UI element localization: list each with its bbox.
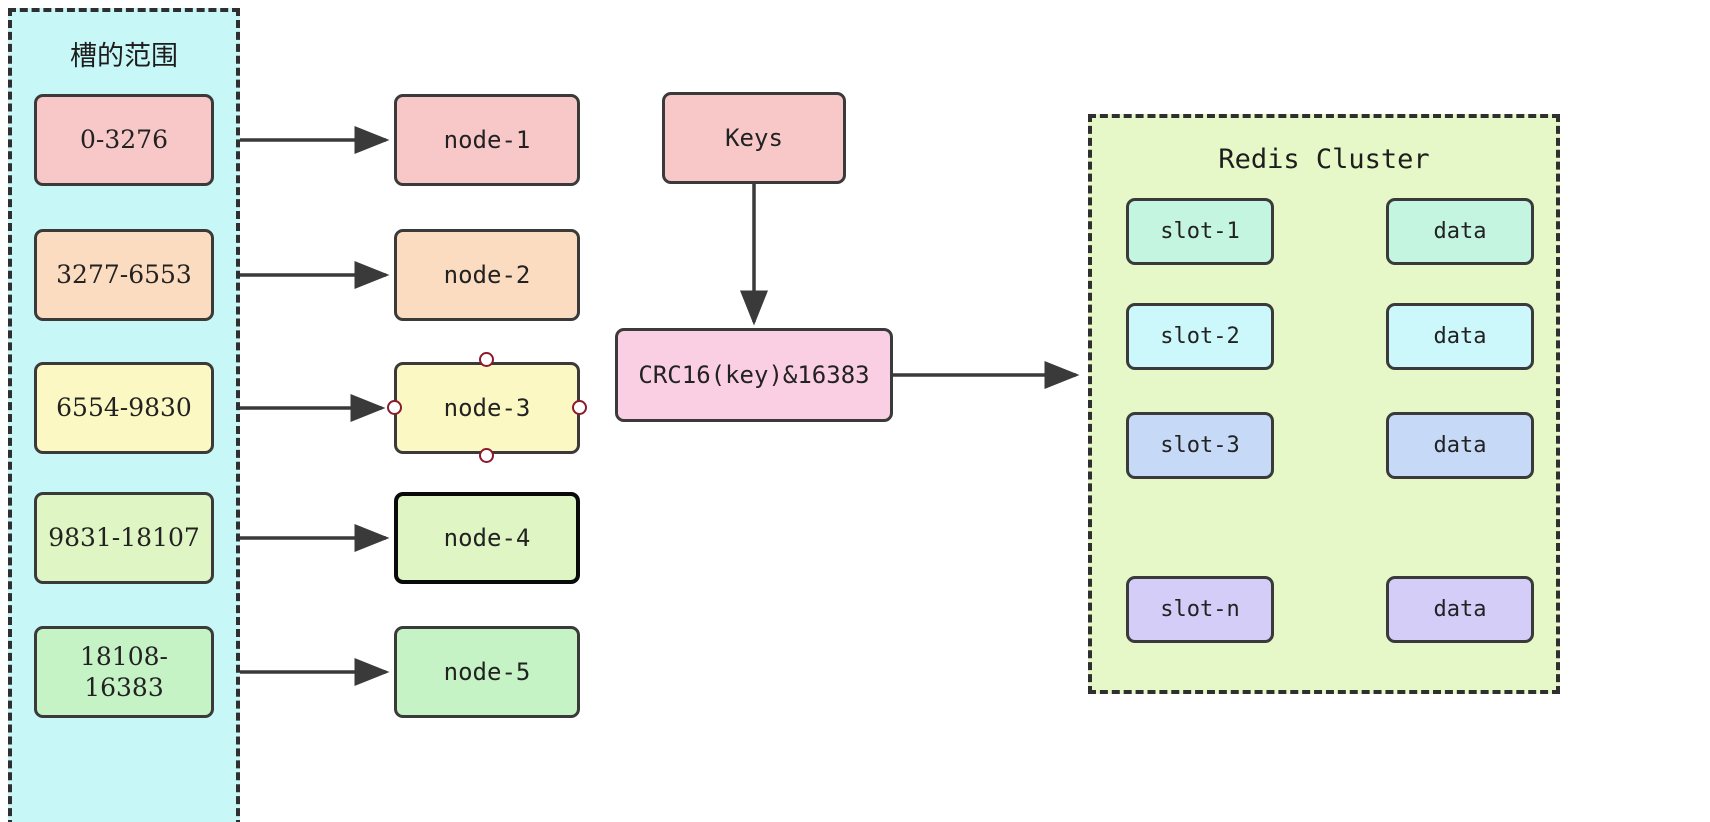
slot-label: slot-3	[1160, 432, 1240, 458]
node-3-handle-bottom[interactable]	[479, 448, 494, 463]
node-box-3[interactable]: node-3	[394, 362, 580, 454]
cluster-data-box-1[interactable]: data	[1386, 198, 1534, 265]
crc16-formula-label: CRC16(key)&16383	[638, 361, 870, 389]
slot-label: slot-n	[1160, 596, 1240, 622]
slot-range-box-4[interactable]: 9831-18107	[34, 492, 214, 584]
cluster-data-box-3[interactable]: data	[1386, 412, 1534, 479]
redis-cluster-title: Redis Cluster	[1218, 144, 1430, 175]
keys-label: Keys	[725, 124, 783, 152]
cluster-slot-box-2[interactable]: slot-2	[1126, 303, 1274, 370]
node-3-handle-top[interactable]	[479, 352, 494, 367]
cluster-slot-box-3[interactable]: slot-3	[1126, 412, 1274, 479]
node-box-1[interactable]: node-1	[394, 94, 580, 186]
node-label: node-5	[443, 658, 531, 686]
slot-range-label: 3277-6553	[56, 260, 192, 290]
node-label: node-2	[443, 261, 531, 289]
cluster-slot-box-1[interactable]: slot-1	[1126, 198, 1274, 265]
data-label: data	[1433, 432, 1487, 458]
slot-label: slot-2	[1160, 323, 1240, 349]
keys-box[interactable]: Keys	[662, 92, 846, 184]
data-label: data	[1433, 323, 1487, 349]
node-label: node-1	[443, 126, 531, 154]
slot-range-label: 18108- 16383	[80, 641, 168, 702]
node-box-5[interactable]: node-5	[394, 626, 580, 718]
cluster-slot-box-n[interactable]: slot-n	[1126, 576, 1274, 643]
slot-range-region-title: 槽的范围	[70, 41, 178, 72]
node-label: node-3	[443, 394, 531, 422]
data-label: data	[1433, 218, 1487, 244]
slot-range-box-1[interactable]: 0-3276	[34, 94, 214, 186]
data-label: data	[1433, 596, 1487, 622]
slot-range-label: 9831-18107	[48, 523, 200, 553]
crc16-formula-box[interactable]: CRC16(key)&16383	[615, 328, 893, 422]
slot-range-box-3[interactable]: 6554-9830	[34, 362, 214, 454]
slot-range-box-2[interactable]: 3277-6553	[34, 229, 214, 321]
node-box-2[interactable]: node-2	[394, 229, 580, 321]
cluster-data-box-n[interactable]: data	[1386, 576, 1534, 643]
slot-range-box-5[interactable]: 18108- 16383	[34, 626, 214, 718]
node-box-4[interactable]: node-4	[394, 492, 580, 584]
slot-label: slot-1	[1160, 218, 1240, 244]
node-3-handle-right[interactable]	[572, 400, 587, 415]
cluster-data-box-2[interactable]: data	[1386, 303, 1534, 370]
slot-range-label: 6554-9830	[56, 393, 192, 423]
node-3-handle-left[interactable]	[387, 400, 402, 415]
slot-range-label: 0-3276	[80, 125, 168, 155]
node-label: node-4	[443, 524, 531, 552]
